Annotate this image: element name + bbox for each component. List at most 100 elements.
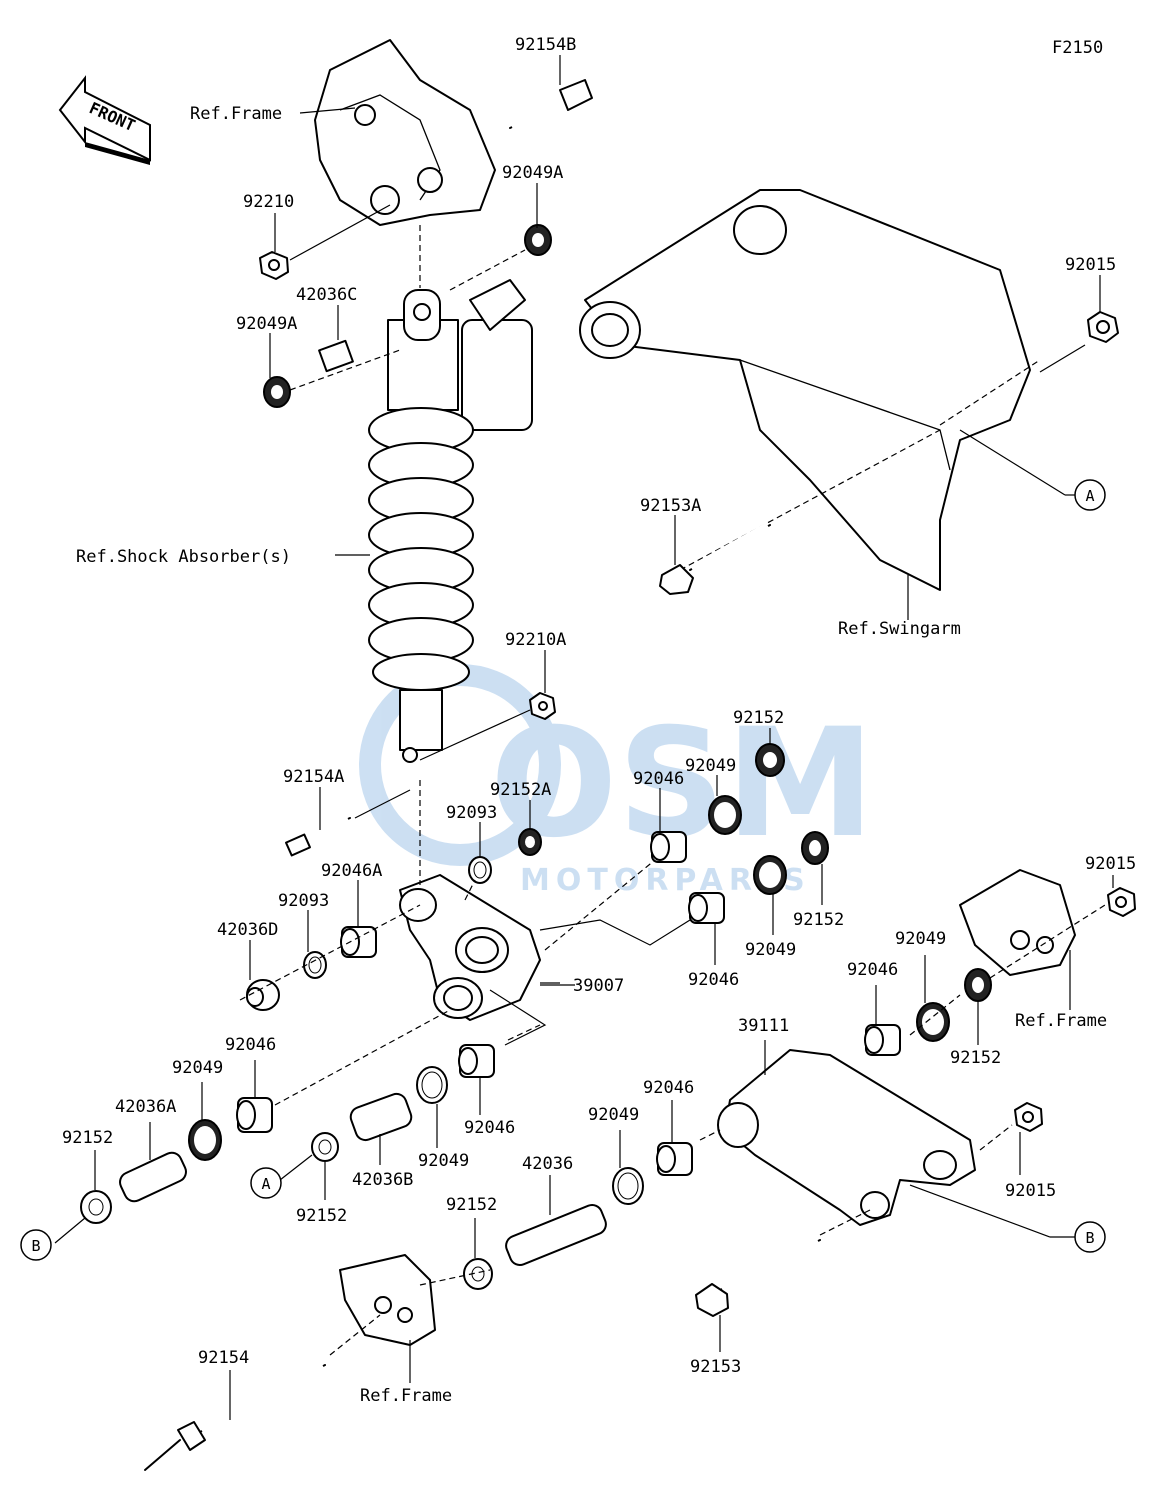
ref-swingarm-label: Ref.Swingarm xyxy=(838,619,961,639)
ref-frame-right-label: Ref.Frame xyxy=(1015,1011,1107,1031)
part-label: 39007 xyxy=(573,976,624,996)
part-label: 92152 xyxy=(793,910,844,930)
front-arrow-icon: FRONT xyxy=(58,75,151,165)
part-label: 92049A xyxy=(236,314,297,334)
part-label: 42036C xyxy=(296,285,357,305)
bolt-92153 xyxy=(695,1237,821,1317)
shock-absorber xyxy=(368,279,533,763)
link-39111 xyxy=(717,1049,976,1226)
washer-92152-left xyxy=(80,1190,112,1224)
nut-92015-top xyxy=(1087,311,1119,343)
part-label: 92210 xyxy=(243,192,294,212)
svg-text:B: B xyxy=(1085,1229,1094,1247)
figure-code: F2150 xyxy=(1052,38,1103,58)
part-label: 92046 xyxy=(633,769,684,789)
part-label: 92154 xyxy=(198,1348,249,1368)
svg-text:A: A xyxy=(1085,487,1094,505)
bearing-92046A xyxy=(340,926,377,958)
bearing-92046-top xyxy=(650,831,687,863)
callout-b-left: B xyxy=(20,1229,52,1261)
part-label: 92046 xyxy=(847,960,898,980)
part-label: 42036A xyxy=(115,1097,176,1117)
frame-right-bracket xyxy=(959,869,1076,976)
svg-text:B: B xyxy=(31,1237,40,1255)
part-label: 39111 xyxy=(738,1016,789,1036)
part-label: 92152 xyxy=(733,708,784,728)
frame-bottom-bracket xyxy=(339,1254,436,1346)
part-label: 92210A xyxy=(505,630,566,650)
seal-92049-top xyxy=(708,795,742,835)
washer-92049A-top xyxy=(524,224,552,256)
part-label: 92046 xyxy=(225,1035,276,1055)
part-label: 42036B xyxy=(352,1170,413,1190)
collar-42036B xyxy=(349,1092,413,1142)
bearing-92046-lower xyxy=(656,1142,693,1176)
part-label: 92015 xyxy=(1005,1181,1056,1201)
bolt-92154 xyxy=(144,1363,326,1471)
ref-shock-label: Ref.Shock Absorber(s) xyxy=(76,547,291,567)
part-label: 92049 xyxy=(588,1105,639,1125)
washer-92152-right-lower xyxy=(964,968,992,1002)
seal-92049-center xyxy=(416,1066,448,1104)
rocker-39007 xyxy=(399,874,541,1021)
nut-92210 xyxy=(259,251,289,280)
part-label: 92046 xyxy=(464,1118,515,1138)
part-label: 92152 xyxy=(950,1048,1001,1068)
shock-spring xyxy=(368,407,474,691)
part-label: 92153 xyxy=(690,1357,741,1377)
bearing-92046-left xyxy=(236,1097,273,1133)
ref-frame-top-label: Ref.Frame xyxy=(190,104,282,124)
seal-92093-upper xyxy=(468,856,492,884)
nut-92015-right xyxy=(1107,887,1136,917)
seal-92049-mid-right xyxy=(753,855,787,895)
svg-text:A: A xyxy=(261,1175,270,1193)
bolt-92153A xyxy=(659,522,771,595)
part-label: 92152 xyxy=(62,1128,113,1148)
part-label: 42036 xyxy=(522,1154,573,1174)
part-label: 92049 xyxy=(685,756,736,776)
collar-42036D xyxy=(246,979,280,1011)
nut-92210A xyxy=(529,692,556,720)
washer-92152-right-upper xyxy=(801,831,829,865)
bolt-92154B xyxy=(509,79,593,130)
swingarm xyxy=(579,189,1041,591)
part-number-labels: 92154B 92049A 92210 42036C 92049A 92015 … xyxy=(62,35,1136,1377)
frame-top-bracket xyxy=(314,39,496,226)
seal-92093-lower xyxy=(303,951,327,979)
part-label: 92049 xyxy=(895,929,946,949)
washer-92049A-left xyxy=(263,376,291,408)
part-label: 92015 xyxy=(1065,255,1116,275)
part-label: 92152 xyxy=(446,1195,497,1215)
nut-92015-lower xyxy=(1014,1102,1043,1132)
part-label: 92154A xyxy=(283,767,344,787)
seal-92049-right xyxy=(916,1002,950,1042)
part-label: 92153A xyxy=(640,496,701,516)
collar-42036 xyxy=(505,1204,607,1266)
part-label: 92046 xyxy=(643,1078,694,1098)
callout-a-upper: A xyxy=(1074,479,1106,511)
part-label: 92152A xyxy=(490,780,551,800)
part-label: 92049A xyxy=(502,163,563,183)
part-label: 42036D xyxy=(217,920,278,940)
ref-frame-bottom-label: Ref.Frame xyxy=(360,1386,452,1406)
callout-a-lower: A xyxy=(250,1167,282,1199)
callout-b-right: B xyxy=(1074,1221,1106,1253)
washer-92152A xyxy=(518,828,542,856)
bearing-92046-mid-right xyxy=(688,892,725,924)
bearing-92046-center xyxy=(458,1044,495,1078)
part-label: 92046A xyxy=(321,861,382,881)
part-label: 92049 xyxy=(418,1151,469,1171)
collar-42036A xyxy=(119,1151,187,1203)
part-label: 92154B xyxy=(515,35,576,55)
part-label: 92049 xyxy=(745,940,796,960)
washer-92152-center xyxy=(311,1132,339,1162)
part-label: 92093 xyxy=(446,803,497,823)
watermark: OSM MOTORPARTS xyxy=(359,664,875,898)
bolt-92154A xyxy=(285,816,351,857)
washer-92152-top xyxy=(755,743,785,777)
collar-42036C xyxy=(318,339,354,373)
washer-92152-lower xyxy=(463,1258,493,1290)
part-label: 92046 xyxy=(688,970,739,990)
